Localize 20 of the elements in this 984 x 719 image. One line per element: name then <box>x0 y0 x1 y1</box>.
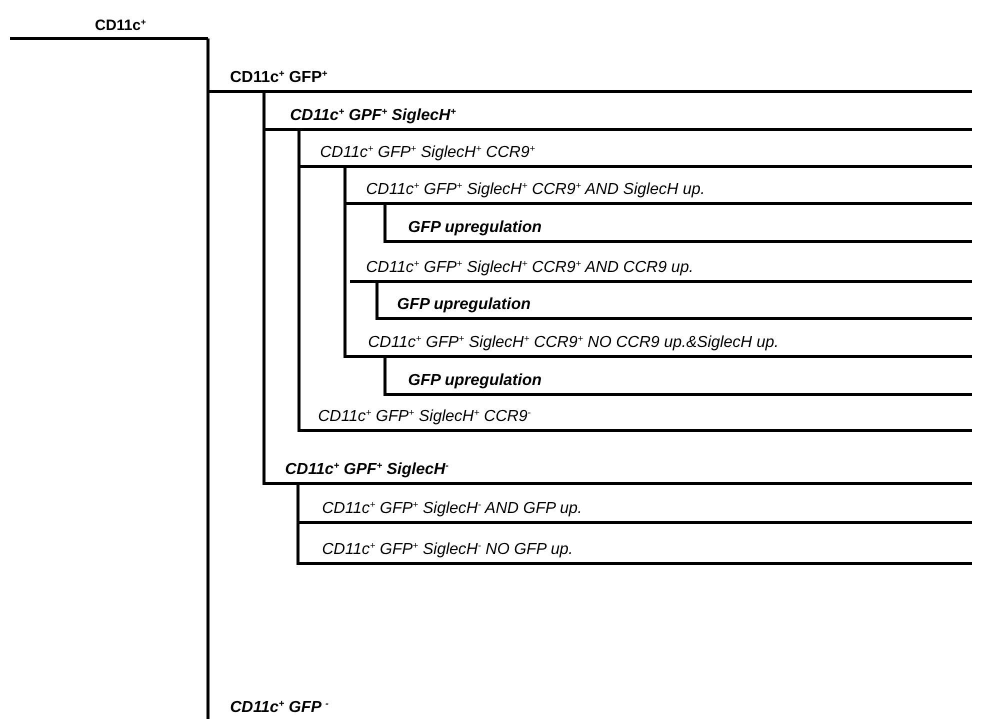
gate-label: CD11c$^{+}$ GFP$^{+}$ SiglecH$^{-}$ AND GFP up. <box>321 500 582 519</box>
gate-label: CD11c$^{+}$ GPF$^{+}$ SiglecH$^{+}$ <box>289 106 456 126</box>
gate-label: CD11c$^{+}$ GFP$^{+}$ SiglecH$^{+}$ CCR9$^{+}$ AND CCR9 up. <box>365 258 694 278</box>
gate-label: CD11c$^{+}$ GFP$^{+}$ SiglecH$^{+}$ CCR9$^{-}$ <box>317 408 531 427</box>
gate-label: GFP upregulation <box>407 372 542 391</box>
gate-connector-line <box>262 92 266 485</box>
gate-label: CD11c$^{+}$ GFP$^{+}$ SiglecH$^{+}$ CCR9$^{+}$ NO CCR9 up.&SiglecH up. <box>367 334 779 353</box>
gate-label: CD11c$^{+}$ GFP$^{+}$ SiglecH$^{+}$ CCR9$^{+}$ <box>319 144 536 163</box>
gate-label: GFP upregulation <box>396 296 531 315</box>
gate-label: GFP upregulation <box>407 218 542 238</box>
gate-label: CD11c$^{+}$ GFP$^{+}$ SiglecH$^{-}$ NO GFP up. <box>321 540 573 560</box>
gate-connector-line <box>384 356 386 396</box>
gate-label: CD11c$^{+}$ GPF$^{+}$ SiglecH$^{-}$ <box>284 460 449 480</box>
gate-connector-line <box>376 282 378 320</box>
gate-label: CD11c$^{+}$ GFP$^{+}$ SiglecH$^{+}$ CCR9$^{+}$ AND SiglecH up. <box>365 180 705 200</box>
gate-label: CD11c$^{+}$ GFP$^{+}$ <box>229 68 328 88</box>
gate-label: CD11c$^{+}$ GFP $^{-}$ <box>229 698 329 718</box>
gate-connector-line <box>298 130 300 432</box>
gate-connector-line <box>384 204 386 243</box>
gate-label: CD11c$^{+}$ <box>94 16 147 36</box>
